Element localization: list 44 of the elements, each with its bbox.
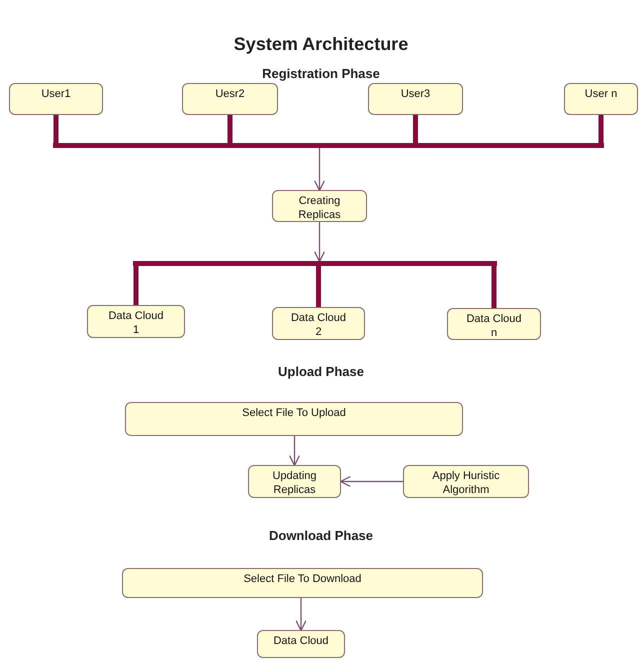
phase-heading: Registration Phase	[261, 66, 381, 81]
process-box	[564, 83, 638, 115]
process-box	[257, 630, 345, 658]
arrow	[288, 436, 300, 466]
connector-line	[54, 115, 58, 143]
phase-heading: Download Phase	[268, 528, 374, 543]
process-box	[122, 568, 483, 598]
connector-line	[413, 115, 418, 143]
process-box	[447, 308, 541, 340]
node-label: Data Cloud	[273, 634, 329, 648]
node-label: Updating Replicas	[271, 469, 318, 497]
node-label: Select File To Download	[244, 572, 362, 586]
bus-bar	[53, 143, 604, 148]
process-box	[272, 190, 367, 222]
process-box	[182, 83, 278, 115]
node-label: Select File To Upload	[242, 406, 346, 420]
process-box	[125, 402, 463, 436]
process-box	[272, 307, 365, 340]
process-box	[9, 83, 103, 115]
connector-line	[228, 115, 232, 143]
phase-heading: Upload Phase	[277, 364, 365, 379]
connector-line	[598, 115, 604, 143]
arrow	[314, 222, 326, 262]
node-label: User3	[400, 87, 430, 101]
arrow	[314, 148, 326, 192]
process-box	[403, 465, 529, 498]
node-label: User n	[584, 87, 618, 101]
connector-line	[492, 266, 496, 308]
connector-line	[316, 266, 321, 307]
node-label: Data Cloud n	[465, 312, 523, 340]
node-label: User1	[41, 87, 71, 101]
arrow	[295, 598, 307, 632]
node-label: Uesr2	[215, 87, 245, 101]
process-box	[87, 305, 185, 338]
process-box	[368, 83, 463, 115]
node-label: Data Cloud 2	[290, 311, 348, 339]
node-label: Apply Huristic Algorithm	[431, 469, 501, 497]
bus-bar	[133, 261, 497, 266]
diagram-title: System Architecture	[232, 34, 410, 55]
node-label: Creating Replicas	[297, 194, 342, 222]
process-box	[248, 465, 341, 498]
node-label: Data Cloud 1	[107, 309, 165, 337]
connector-line	[134, 266, 138, 305]
arrow	[340, 476, 403, 488]
